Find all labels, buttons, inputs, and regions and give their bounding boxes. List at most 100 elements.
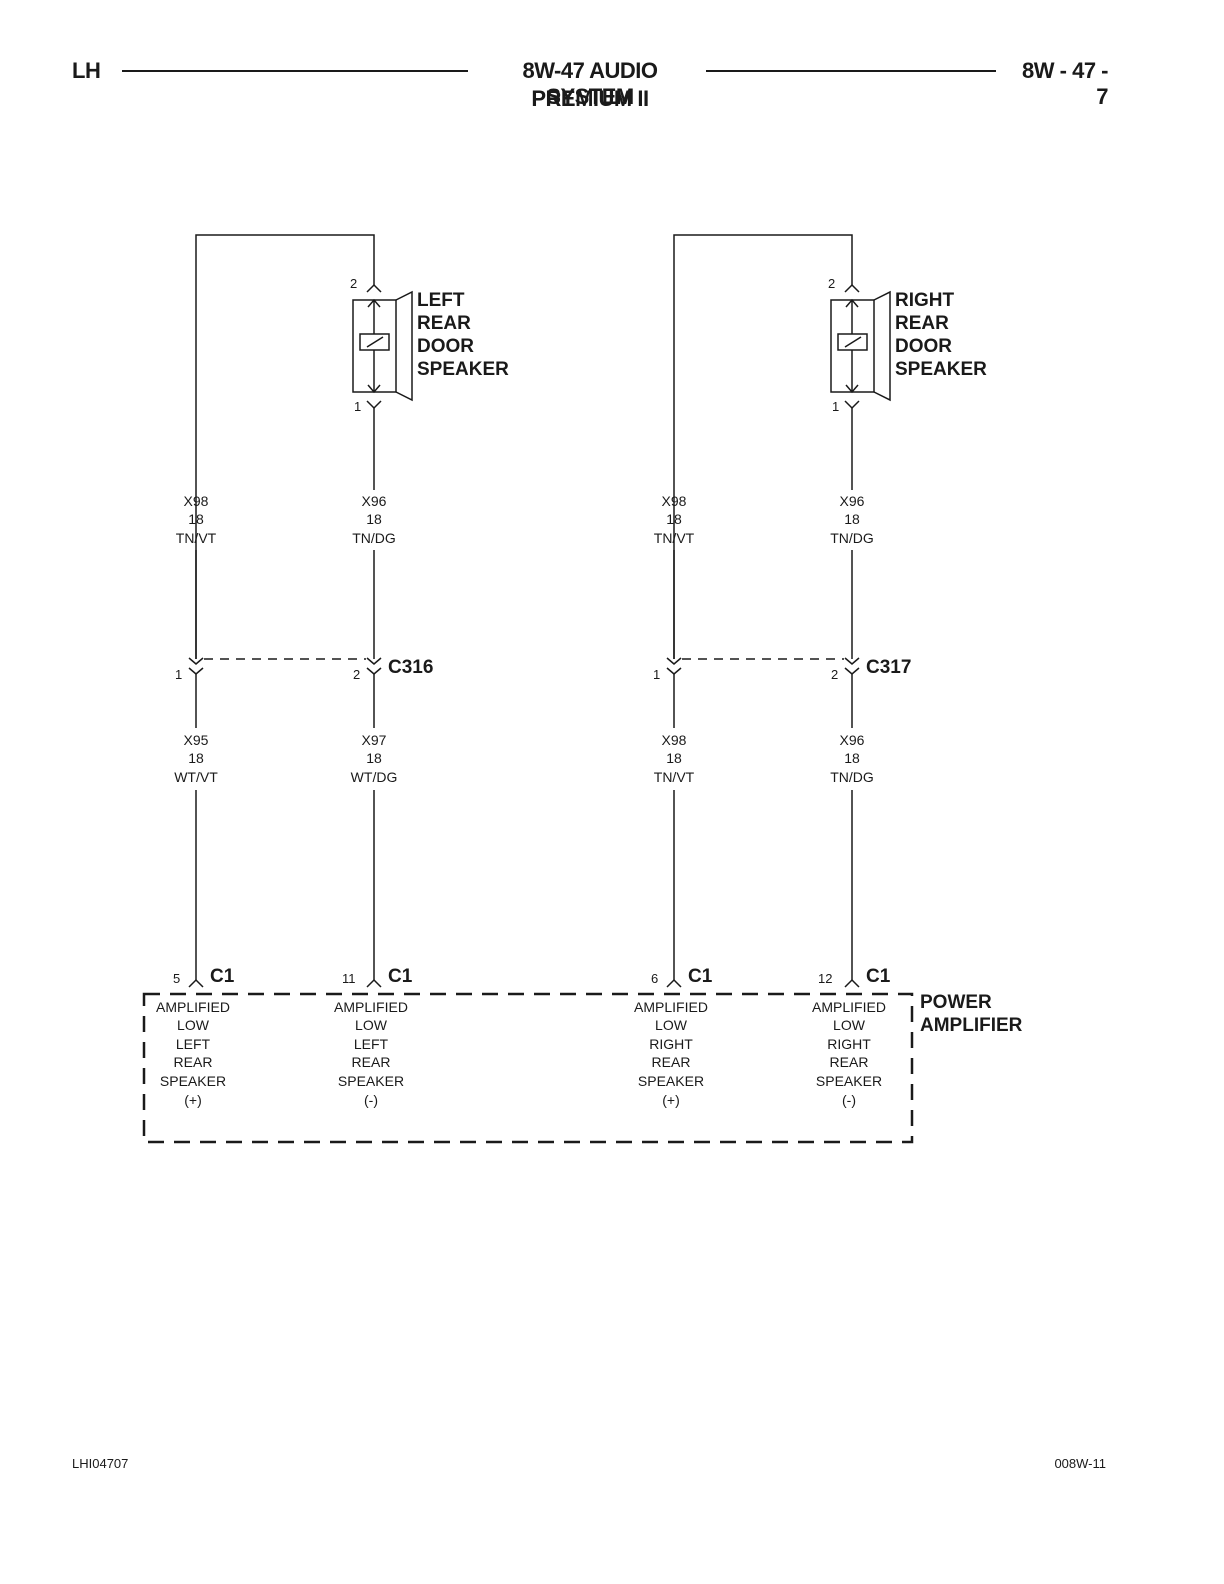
svg-text:RIGHT: RIGHT	[895, 290, 955, 311]
amp-conn-c1-4: C1	[866, 966, 891, 987]
header-rule-right	[706, 70, 996, 72]
svg-text:SPEAKER: SPEAKER	[417, 359, 509, 380]
amp-conn-c1-2: C1	[388, 966, 413, 987]
amp-conn-c1-1: C1	[210, 966, 235, 987]
amp-pin12-connector	[844, 978, 860, 988]
left-speaker-pin-top: 2	[350, 276, 357, 291]
amp-pin6: 6	[651, 971, 658, 986]
svg-text:REAR: REAR	[895, 313, 949, 334]
wire-label-lower-1: X95 18 WT/VT	[174, 732, 218, 785]
svg-text:TN/DG: TN/DG	[352, 530, 396, 546]
right-speaker-pin-top: 2	[828, 276, 835, 291]
svg-text:X98: X98	[662, 493, 687, 509]
svg-text:AMPLIFIED: AMPLIFIED	[156, 999, 230, 1015]
svg-text:REAR: REAR	[352, 1054, 391, 1070]
svg-text:SPEAKER: SPEAKER	[338, 1073, 404, 1089]
svg-text:AMPLIFIED: AMPLIFIED	[334, 999, 408, 1015]
svg-text:(+): (+)	[662, 1092, 680, 1108]
svg-text:TN/DG: TN/DG	[830, 769, 874, 785]
amp-pin6-connector	[666, 978, 682, 988]
left-speaker-label: LEFT REAR DOOR SPEAKER	[417, 290, 509, 380]
svg-text:LOW: LOW	[177, 1017, 210, 1033]
wire-label-lower-2: X97 18 WT/DG	[351, 732, 398, 785]
svg-text:AMPLIFIED: AMPLIFIED	[634, 999, 708, 1015]
right-speaker-pin-bottom: 1	[832, 399, 839, 414]
c316-pin1: 1	[175, 667, 182, 682]
amp-pin11-connector	[366, 978, 382, 988]
section-code: LH	[72, 58, 101, 83]
svg-text:REAR: REAR	[417, 313, 471, 334]
svg-text:18: 18	[188, 750, 204, 766]
wire-label-upper-2: X96 18 TN/DG	[352, 493, 396, 546]
c317-pin1-connector	[666, 657, 682, 675]
c317-label: C317	[866, 657, 911, 678]
footer-left-code: LHI04707	[72, 1456, 129, 1471]
svg-text:18: 18	[188, 511, 204, 527]
svg-text:POWER: POWER	[920, 992, 992, 1013]
svg-text:DOOR: DOOR	[895, 336, 952, 357]
c316-label: C316	[388, 657, 433, 678]
svg-text:SPEAKER: SPEAKER	[895, 359, 987, 380]
wire-label-upper-4: X96 18 TN/DG	[830, 493, 874, 546]
svg-text:REAR: REAR	[830, 1054, 869, 1070]
svg-text:RIGHT: RIGHT	[827, 1036, 871, 1052]
right-loop-wire	[673, 234, 853, 659]
svg-text:AMPLIFIER: AMPLIFIER	[920, 1015, 1023, 1036]
amp-terminal-desc-2: AMPLIFIED LOW LEFT REAR SPEAKER (-)	[334, 999, 408, 1108]
svg-text:DOOR: DOOR	[417, 336, 474, 357]
c316-pin2: 2	[353, 667, 360, 682]
power-amplifier-box	[142, 992, 914, 1144]
svg-text:SPEAKER: SPEAKER	[816, 1073, 882, 1089]
right-speaker-label: RIGHT REAR DOOR SPEAKER	[895, 290, 987, 380]
svg-text:(-): (-)	[842, 1092, 856, 1108]
svg-text:X97: X97	[362, 732, 387, 748]
right-speaker-symbol	[830, 290, 891, 402]
c317-pin2-connector	[844, 657, 860, 675]
amp-pin5: 5	[173, 971, 180, 986]
c316-pin1-connector	[188, 657, 204, 675]
left-speaker-circuit	[188, 234, 413, 988]
svg-text:X98: X98	[662, 732, 687, 748]
left-speaker-pin2-connector	[366, 283, 382, 293]
page-number: 8W - 47 - 7	[1022, 58, 1108, 109]
amp-pin5-connector	[188, 978, 204, 988]
left-speaker-symbol	[352, 290, 413, 402]
svg-text:X96: X96	[840, 732, 865, 748]
wire-label-lower-3: X98 18 TN/VT	[654, 732, 695, 785]
footer-right-code: 008W-11	[1054, 1456, 1106, 1471]
svg-text:TN/VT: TN/VT	[654, 769, 695, 785]
svg-text:REAR: REAR	[652, 1054, 691, 1070]
amp-terminal-desc-4: AMPLIFIED LOW RIGHT REAR SPEAKER (-)	[812, 999, 886, 1108]
header-rule-left	[122, 70, 468, 72]
svg-text:18: 18	[844, 750, 860, 766]
svg-text:LOW: LOW	[655, 1017, 688, 1033]
svg-text:LOW: LOW	[833, 1017, 866, 1033]
amp-terminal-desc-1: AMPLIFIED LOW LEFT REAR SPEAKER (+)	[156, 999, 230, 1108]
svg-text:SPEAKER: SPEAKER	[638, 1073, 704, 1089]
svg-text:WT/VT: WT/VT	[174, 769, 218, 785]
power-amplifier-label: POWER AMPLIFIER	[920, 992, 1023, 1036]
svg-text:18: 18	[666, 511, 682, 527]
amp-pin12: 12	[818, 971, 832, 986]
page-title: 8W-47 AUDIO SYSTEM	[522, 58, 658, 109]
wire-label-lower-4: X96 18 TN/DG	[830, 732, 874, 785]
svg-text:LEFT: LEFT	[417, 290, 465, 311]
svg-text:X96: X96	[362, 493, 387, 509]
svg-text:18: 18	[366, 511, 382, 527]
svg-text:RIGHT: RIGHT	[649, 1036, 693, 1052]
svg-text:TN/DG: TN/DG	[830, 530, 874, 546]
right-speaker-pin1-connector	[844, 400, 860, 410]
c316-pin2-connector	[366, 657, 382, 675]
svg-text:REAR: REAR	[174, 1054, 213, 1070]
svg-text:SPEAKER: SPEAKER	[160, 1073, 226, 1089]
left-speaker-pin1-connector	[366, 400, 382, 410]
svg-text:X95: X95	[184, 732, 209, 748]
c317-pin1: 1	[653, 667, 660, 682]
svg-text:WT/DG: WT/DG	[351, 769, 398, 785]
svg-text:LEFT: LEFT	[176, 1036, 211, 1052]
svg-text:TN/VT: TN/VT	[176, 530, 217, 546]
svg-text:18: 18	[844, 511, 860, 527]
amp-conn-c1-3: C1	[688, 966, 713, 987]
svg-text:(-): (-)	[364, 1092, 378, 1108]
